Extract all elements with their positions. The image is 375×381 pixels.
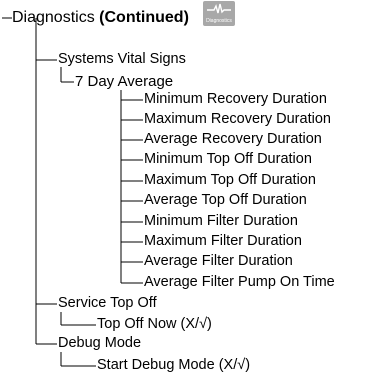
- leaf-avg-topoff: Average Top Off Duration: [144, 192, 307, 208]
- node-systems-vital-signs: Systems Vital Signs: [58, 51, 186, 67]
- leaf-min-filter: Minimum Filter Duration: [144, 213, 298, 229]
- leaf-avg-filter-pump: Average Filter Pump On Time: [144, 274, 335, 290]
- badge-text: Diagnostics: [206, 18, 232, 24]
- leaf-max-topoff: Maximum Top Off Duration: [144, 172, 316, 188]
- root-title: Diagnostics: [12, 9, 95, 26]
- node-7-day-average: 7 Day Average: [75, 73, 174, 90]
- leaf-min-topoff: Minimum Top Off Duration: [144, 151, 312, 167]
- leaf-max-recovery: Maximum Recovery Duration: [144, 111, 331, 127]
- leaf-avg-recovery: Average Recovery Duration: [144, 131, 322, 147]
- leaf-avg-filter: Average Filter Duration: [144, 253, 293, 269]
- diagnostics-badge: Diagnostics: [203, 1, 235, 26]
- node-service-top-off: Service Top Off: [58, 295, 157, 311]
- leaf-min-recovery: Minimum Recovery Duration: [144, 91, 327, 107]
- node-start-debug-mode: Start Debug Mode (X/√): [97, 357, 251, 373]
- waveform-icon: [207, 3, 231, 14]
- root-suffix: (Continued): [99, 9, 189, 26]
- root-label: Diagnostics (Continued): [12, 10, 189, 26]
- node-top-off-now: Top Off Now (X/√): [97, 316, 212, 332]
- leaf-max-filter: Maximum Filter Duration: [144, 233, 302, 249]
- node-debug-mode: Debug Mode: [58, 335, 142, 351]
